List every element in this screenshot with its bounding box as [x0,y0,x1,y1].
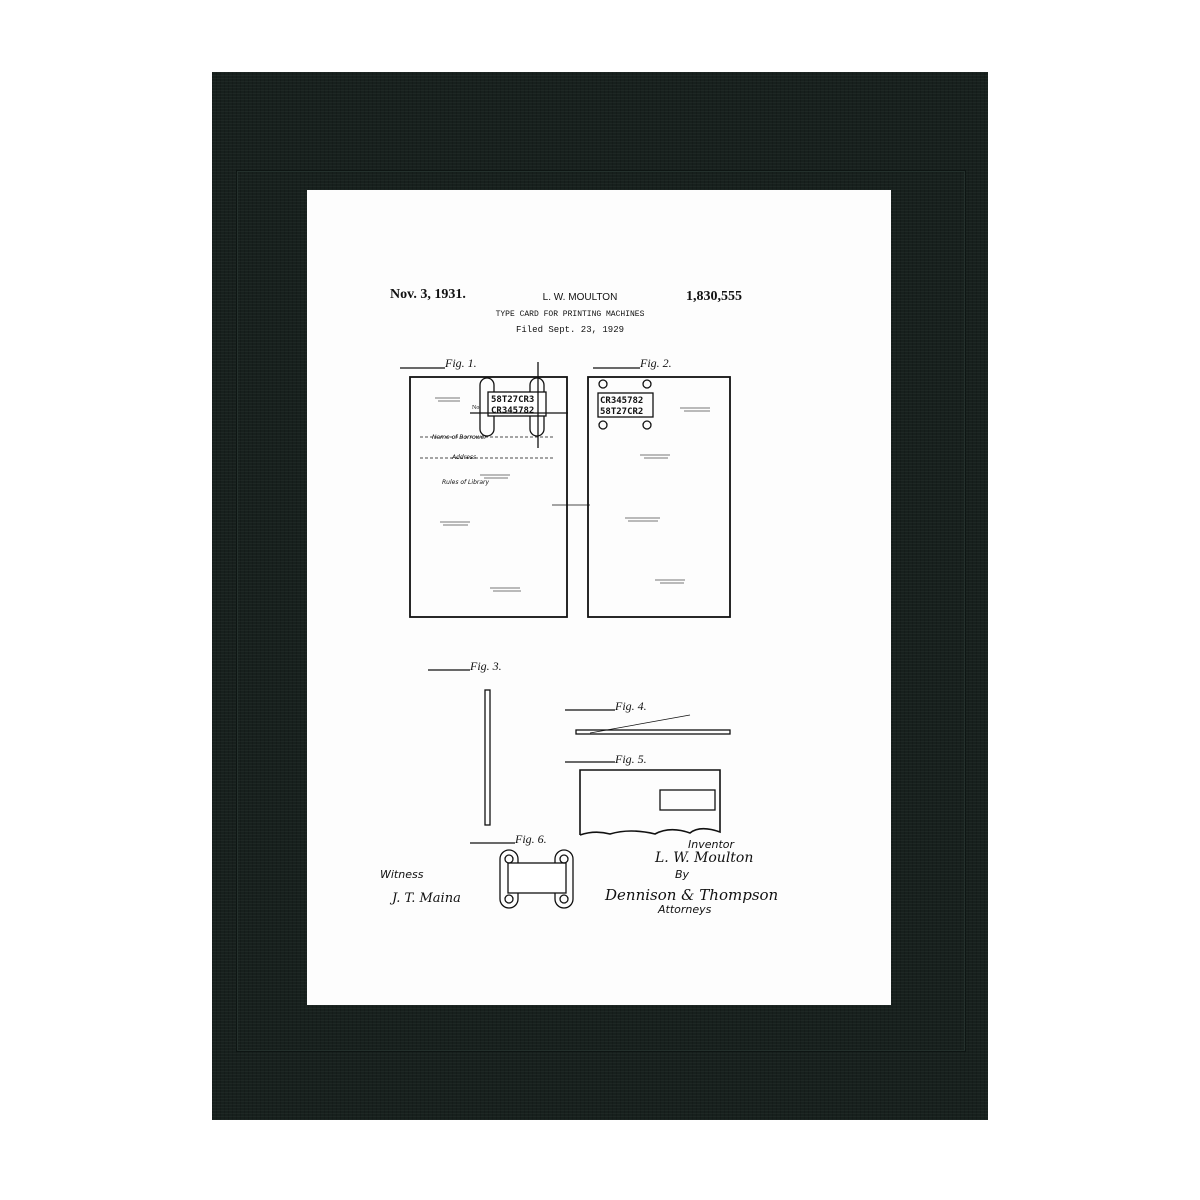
filed-date: Filed Sept. 23, 1929 [516,325,624,335]
fig1-address-line: Address [451,454,476,461]
fig1-rules-line: Rules of Library [442,479,489,486]
fig2-label: Fig. 2. [639,356,672,370]
patent-title: TYPE CARD FOR PRINTING MACHINES [496,310,645,319]
fig5-card [579,769,721,836]
fig2-type-line-2: 58T27CR2 [600,407,643,417]
fig6-plate [507,862,567,894]
fig1-borrower-line: Name of Borrower [432,434,487,441]
witness-label: Witness [380,868,424,881]
fig1-type-line-1: 58T27CR3 [491,395,534,405]
witness-signature: J. T. Maina [389,891,461,906]
fig3-strip [484,689,491,826]
inventor-label: Inventor [688,838,736,851]
fig2-card [587,376,731,618]
fig2-type-line-1: CR345782 [600,396,643,406]
fig1-card [409,376,568,618]
fig4-label: Fig. 4. [614,699,647,713]
patent-print [307,190,891,1005]
patent-date: Nov. 3, 1931. [390,287,466,302]
inventor-signature: L. W. Moulton [654,850,753,866]
patent-number: 1,830,555 [686,289,742,304]
attorney-signature: Dennison & Thompson [604,886,778,904]
fig3-label: Fig. 3. [469,659,502,673]
attorneys-label: Attorneys [657,903,712,916]
fig4-strip [575,729,731,735]
fig6-label: Fig. 6. [514,832,547,846]
fig1-label: Fig. 1. [444,356,477,370]
fig1-no-label: No. [472,405,481,411]
by-label: By [675,868,690,881]
fig5-label: Fig. 5. [614,752,647,766]
inventor-name: L. W. MOULTON [543,292,618,303]
mat-bevel [236,170,966,1052]
fig1-type-line-2: CR345782 [491,406,534,416]
